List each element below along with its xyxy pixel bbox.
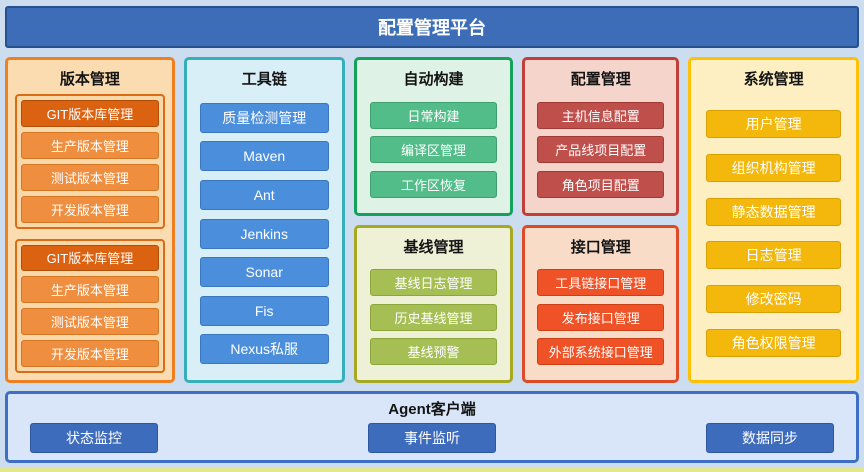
bottom-edge-strip: [0, 467, 864, 472]
toolchain-items: 质量检测管理 Maven Ant Jenkins Sonar Fis Nexus…: [194, 94, 335, 373]
baseline-panel: 基线管理 基线日志管理 历史基线管理 基线预警: [353, 224, 514, 383]
baseline-warning-button[interactable]: 基线预警: [369, 338, 498, 366]
history-baseline-button[interactable]: 历史基线管理: [369, 303, 498, 331]
publish-api-button[interactable]: 发布接口管理: [537, 303, 665, 331]
autobuild-items: 日常构建 编译区管理 工作区恢复: [364, 94, 504, 206]
system-panel: 系统管理 用户管理 组织机构管理 静态数据管理 日志管理 修改密码 角色权限管理: [688, 57, 859, 383]
config-panel-title: 配置管理: [570, 71, 631, 88]
main-columns: 版本管理 GIT版本库管理 生产版本管理 测试版本管理 开发版本管理 GIT版本…: [5, 57, 859, 383]
daily-build-button[interactable]: 日常构建: [369, 101, 498, 129]
version-panel: 版本管理 GIT版本库管理 生产版本管理 测试版本管理 开发版本管理 GIT版本…: [5, 57, 175, 383]
system-panel-title: 系统管理: [743, 71, 804, 88]
git-version-repo-button[interactable]: GIT版本库管理: [21, 244, 159, 272]
host-info-config-button[interactable]: 主机信息配置: [537, 101, 665, 129]
test-version-button[interactable]: 测试版本管理: [21, 308, 159, 336]
maven-button[interactable]: Maven: [199, 141, 329, 172]
production-version-button[interactable]: 生产版本管理: [21, 131, 159, 159]
baseline-log-button[interactable]: 基线日志管理: [369, 269, 498, 297]
version-panel-title: 版本管理: [59, 71, 120, 88]
fourth-column: 配置管理 主机信息配置 产品线项目配置 角色项目配置 接口管理 工具链接口管理 …: [522, 57, 680, 383]
org-management-button[interactable]: 组织机构管理: [706, 153, 841, 182]
platform-title-banner: 配置管理平台: [5, 6, 859, 48]
test-version-button[interactable]: 测试版本管理: [21, 163, 159, 191]
role-project-config-button[interactable]: 角色项目配置: [537, 170, 665, 198]
autobuild-panel-title: 自动构建: [403, 71, 464, 88]
product-line-config-button[interactable]: 产品线项目配置: [537, 136, 665, 164]
workspace-restore-button[interactable]: 工作区恢复: [369, 170, 498, 198]
nexus-button[interactable]: Nexus私服: [199, 334, 329, 365]
autobuild-panel: 自动构建 日常构建 编译区管理 工作区恢复: [353, 57, 514, 216]
interface-panel-title: 接口管理: [570, 238, 631, 256]
middle-column: 自动构建 日常构建 编译区管理 工作区恢复 基线管理 基线日志管理 历史基线管理…: [353, 57, 514, 383]
version-groups: GIT版本库管理 生产版本管理 测试版本管理 开发版本管理 GIT版本库管理 生…: [15, 94, 165, 373]
user-management-button[interactable]: 用户管理: [706, 109, 841, 138]
agent-client-title: Agent客户端: [388, 401, 476, 418]
config-panel: 配置管理 主机信息配置 产品线项目配置 角色项目配置: [522, 57, 680, 216]
production-version-button[interactable]: 生产版本管理: [21, 276, 159, 304]
role-permission-button[interactable]: 角色权限管理: [706, 329, 841, 358]
fis-button[interactable]: Fis: [199, 295, 329, 326]
interface-panel: 接口管理 工具链接口管理 发布接口管理 外部系统接口管理: [522, 224, 680, 383]
platform-title: 配置管理平台: [378, 18, 486, 38]
git-version-repo-button[interactable]: GIT版本库管理: [21, 100, 159, 127]
config-items: 主机信息配置 产品线项目配置 角色项目配置: [532, 94, 669, 206]
version-group-2: GIT版本库管理 生产版本管理 测试版本管理 开发版本管理: [15, 238, 165, 373]
toolchain-panel: 工具链 质量检测管理 Maven Ant Jenkins Sonar Fis N…: [183, 57, 345, 383]
agent-items: 状态监控 事件监听 数据同步: [8, 421, 856, 460]
log-management-button[interactable]: 日志管理: [706, 241, 841, 270]
change-password-button[interactable]: 修改密码: [706, 285, 841, 314]
toolchain-api-button[interactable]: 工具链接口管理: [537, 269, 665, 297]
external-api-button[interactable]: 外部系统接口管理: [537, 338, 665, 366]
system-items: 用户管理 组织机构管理 静态数据管理 日志管理 修改密码 角色权限管理: [698, 94, 849, 373]
baseline-panel-title: 基线管理: [403, 238, 464, 256]
interface-items: 工具链接口管理 发布接口管理 外部系统接口管理: [532, 262, 669, 374]
compile-area-button[interactable]: 编译区管理: [369, 136, 498, 164]
static-data-button[interactable]: 静态数据管理: [706, 197, 841, 226]
sonar-button[interactable]: Sonar: [199, 257, 329, 288]
agent-client-panel: Agent客户端 状态监控 事件监听 数据同步: [5, 391, 859, 463]
dev-version-button[interactable]: 开发版本管理: [21, 195, 159, 223]
toolchain-panel-title: 工具链: [241, 71, 287, 88]
event-listener-button[interactable]: 事件监听: [368, 422, 496, 453]
ant-button[interactable]: Ant: [199, 179, 329, 210]
dev-version-button[interactable]: 开发版本管理: [21, 340, 159, 367]
version-group-1: GIT版本库管理 生产版本管理 测试版本管理 开发版本管理: [15, 94, 165, 229]
jenkins-button[interactable]: Jenkins: [199, 218, 329, 249]
status-monitor-button[interactable]: 状态监控: [30, 422, 158, 453]
baseline-items: 基线日志管理 历史基线管理 基线预警: [364, 262, 504, 374]
quality-check-button[interactable]: 质量检测管理: [199, 102, 329, 133]
data-sync-button[interactable]: 数据同步: [706, 422, 834, 453]
